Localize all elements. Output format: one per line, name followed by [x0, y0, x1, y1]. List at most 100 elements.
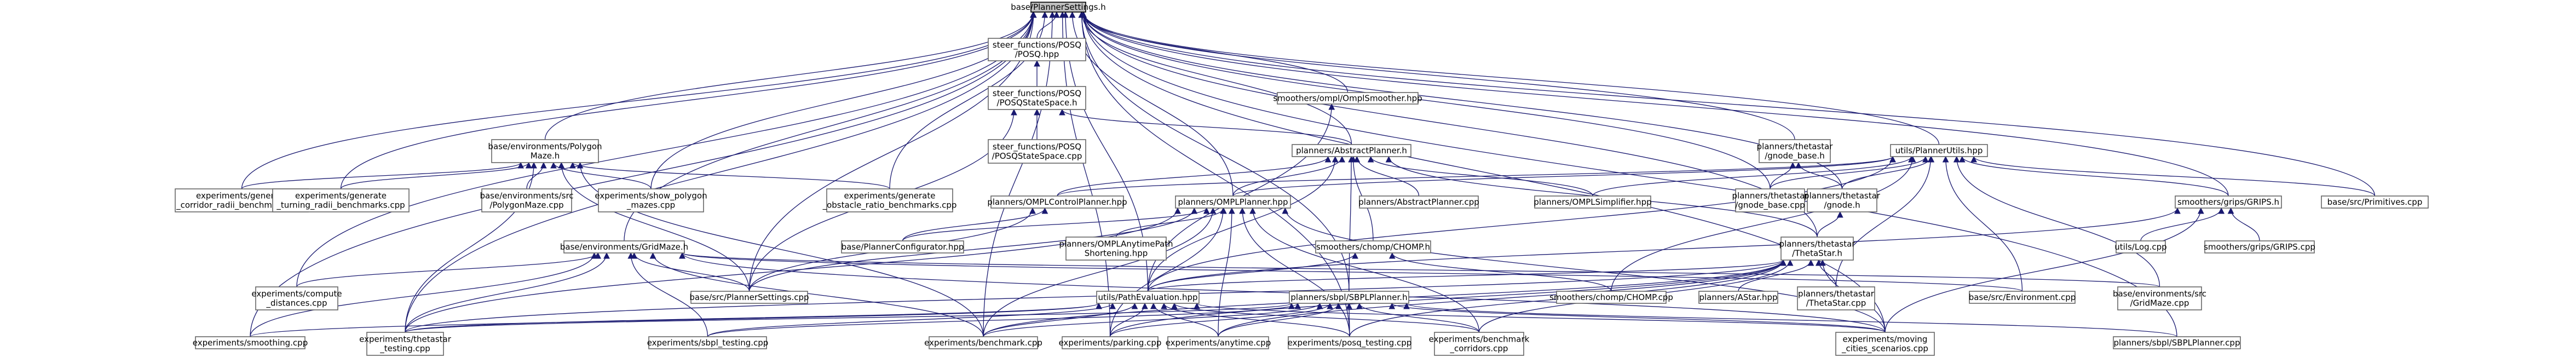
node-gnode-h[interactable]: planners/thetastar/gnode.h — [1804, 188, 1881, 212]
edge-planner-utils-to-primitives — [1970, 155, 2376, 197]
node-configurator[interactable]: base/PlannerConfigurator.hpp — [841, 240, 964, 253]
node-astar[interactable]: planners/AStar.hpp — [1698, 291, 1778, 304]
node-gnode-base-h[interactable]: planners/thetastar/gnode_base.h — [1757, 139, 1834, 163]
node-steer-state-h[interactable]: steer_functions/POSQ/POSQStateSpace.h — [988, 86, 1086, 110]
node-abstract-cpp[interactable]: planners/AbstractPlanner.cpp — [1358, 195, 1479, 209]
node-sbpl-planner-h[interactable]: planners/sbpl/SBPLPlanner.h — [1289, 291, 1409, 304]
node-path-eval[interactable]: utils/PathEvaluation.hpp — [1096, 291, 1200, 304]
edge-line — [902, 207, 1048, 241]
node-label: planners/thetastar — [1779, 239, 1856, 249]
node-thetastar-h[interactable]: planners/thetastar/ThetaStar.h — [1779, 237, 1856, 261]
node-steer-hpp[interactable]: steer_functions/POSQ/POSQ.hpp — [988, 38, 1086, 61]
node-smoothing[interactable]: experiments/smoothing.cpp — [193, 336, 308, 349]
node-label: smoothers/chomp/CHOMP.h — [1316, 242, 1430, 252]
node-abstract-h[interactable]: planners/AbstractPlanner.h — [1292, 144, 1411, 157]
node-log-cpp[interactable]: utils/Log.cpp — [2114, 240, 2167, 253]
node-sbpl-testing[interactable]: experiments/sbpl_testing.cpp — [647, 336, 769, 349]
edge-planner-utils-to-gnode-base-cpp — [1770, 155, 1929, 189]
edge-thetastar-h-to-astar — [1738, 259, 1814, 292]
node-chomp-h[interactable]: smoothers/chomp/CHOMP.h — [1315, 240, 1431, 253]
node-obstacle-bench[interactable]: experiments/generate_obstacle_ratio_benc… — [822, 188, 957, 212]
node-box — [988, 139, 1086, 164]
edge-path-eval-to-anytime — [1150, 302, 1219, 337]
edge-line — [241, 11, 1036, 189]
edge-ompl-planner-to-benchmark — [983, 207, 1217, 337]
node-chomp-cpp[interactable]: smoothers/chomp/CHOMP.cpp — [1549, 291, 1673, 304]
node-compute-dist[interactable]: experiments/compute_distances.cpp — [251, 286, 342, 310]
node-thetastar-testing[interactable]: experiments/thetastar_testing.cpp — [359, 332, 452, 356]
node-anytime[interactable]: experiments/anytime.cpp — [1166, 336, 1271, 349]
node-ompl-planner[interactable]: planners/OMPLPlanner.hpp — [1175, 195, 1291, 209]
edge-root-to-turning-bench — [340, 11, 1036, 189]
node-parking[interactable]: experiments/parking.cpp — [1059, 336, 1162, 349]
edge-line — [1835, 155, 1934, 287]
edge-line — [405, 207, 1181, 333]
edge-root-to-ompl-planner — [1069, 11, 1234, 197]
edge-line — [1080, 11, 1886, 333]
edge-line — [1080, 11, 1843, 189]
edge-gridmaze-h-to-smoothing — [250, 252, 598, 337]
node-label: steer_functions/POSQ — [993, 142, 1081, 152]
edge-sbpl-planner-h-to-anytime — [1218, 302, 1342, 337]
edge-line — [550, 162, 652, 189]
node-gridmaze-cpp[interactable]: base/environments/src/GridMaze.cpp — [2113, 286, 2206, 310]
edge-line — [1239, 207, 1350, 337]
node-label: utils/Log.cpp — [2114, 242, 2166, 252]
edge-line — [405, 252, 610, 333]
edge-line — [1815, 259, 1837, 287]
node-polygon-maze-h[interactable]: base/environments/PolygonMaze.h — [488, 139, 602, 163]
edge-sbpl-planner-h-to-benchmark — [983, 302, 1323, 337]
node-ompl-simplifier[interactable]: planners/OMPLSimplifier.hpp — [1534, 195, 1652, 209]
node-planner-utils[interactable]: utils/PlannerUtils.hpp — [1890, 144, 1988, 157]
edge-root-to-benchmark — [983, 11, 1056, 337]
node-polygon-maze-cpp[interactable]: base/environments/src/PolygonMaze.cpp — [480, 188, 574, 212]
edge-sbpl-planner-h-to-benchmark-corridors — [1356, 302, 1480, 333]
edge-line — [748, 11, 1037, 292]
node-show-polygon[interactable]: experiments/show_polygon_mazes.cpp — [595, 188, 707, 212]
edge-line — [650, 11, 1036, 189]
edge-line — [902, 207, 1210, 241]
node-environment-cpp[interactable]: base/src/Environment.cpp — [1969, 291, 2076, 304]
node-label: planners/AStar.hpp — [1699, 292, 1777, 302]
edge-line — [2227, 207, 2260, 241]
node-grips-h[interactable]: smoothers/grips/GRIPS.h — [2175, 195, 2282, 209]
node-posq-testing[interactable]: experiments/posq_testing.cpp — [1288, 336, 1412, 349]
node-gridmaze-h[interactable]: base/environments/GridMaze.h — [560, 240, 688, 253]
node-box — [1780, 237, 1854, 261]
node-label: experiments/thetastar — [359, 335, 452, 344]
edge-path-eval-to-posq-testing — [1161, 302, 1350, 337]
node-root[interactable]: base/PlannerSettings.h — [1011, 2, 1106, 13]
edge-line — [983, 302, 1323, 337]
node-label: planners/AbstractPlanner.cpp — [1358, 197, 1479, 207]
edge-path-eval-to-thetastar-testing — [405, 302, 1102, 333]
edge-line — [1953, 155, 2160, 287]
node-turning-bench[interactable]: experiments/generate_turning_radii_bench… — [272, 188, 410, 212]
node-benchmark-corridors[interactable]: experiments/benchmark_corridors.cpp — [1429, 332, 1530, 356]
node-ompl-control[interactable]: planners/OMPLControlPlanner.hpp — [987, 195, 1127, 209]
node-box — [2113, 336, 2241, 349]
node-label: base/PlannerConfigurator.hpp — [842, 242, 964, 252]
node-ompl-smoother[interactable]: smoothers/ompl/OmplSmoother.hpp — [1273, 92, 1422, 105]
node-label: base/src/Environment.cpp — [1969, 292, 2076, 302]
node-label: /POSQStateSpace.h — [997, 98, 1077, 108]
node-steer-state-cpp[interactable]: steer_functions/POSQ/POSQStateSpace.cpp — [988, 139, 1086, 164]
node-gnode-base-cpp[interactable]: planners/thetastar/gnode_base.cpp — [1732, 188, 1809, 212]
node-grips-cpp[interactable]: smoothers/grips/GRIPS.cpp — [2204, 240, 2315, 253]
edge-line — [405, 162, 537, 333]
node-label: experiments/benchmark.cpp — [924, 338, 1042, 348]
edge-line — [1389, 252, 1612, 292]
node-moving-cities[interactable]: experiments/moving_cities_scenarios.cpp — [1835, 332, 1935, 356]
node-benchmark[interactable]: experiments/benchmark.cpp — [924, 336, 1042, 349]
edge-line — [707, 302, 1116, 337]
node-box — [1759, 139, 1831, 163]
node-box — [1277, 92, 1419, 105]
node-planner-settings-cpp[interactable]: base/src/PlannerSettings.cpp — [689, 291, 809, 304]
node-sbpl-planner-cpp[interactable]: planners/sbpl/SBPLPlanner.cpp — [2113, 336, 2241, 349]
node-box — [1434, 332, 1524, 356]
node-primitives[interactable]: base/src/Primitives.cpp — [2321, 195, 2429, 209]
edge-line — [340, 162, 532, 189]
edge-line — [1356, 302, 1480, 333]
node-thetastar-cpp[interactable]: planners/thetastar/ThetaStar.cpp — [1797, 286, 1875, 310]
node-label: utils/PlannerUtils.hpp — [1895, 146, 1983, 155]
